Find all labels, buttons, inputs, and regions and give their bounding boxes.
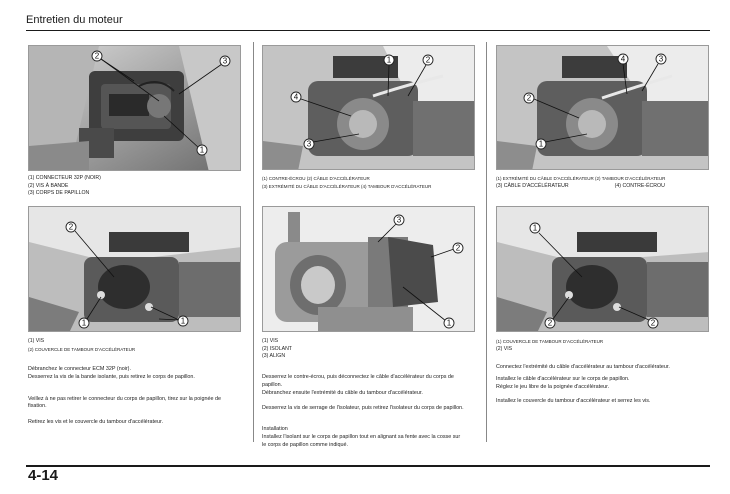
column-divider-left [253,42,254,442]
caption-photo-1: (1) CONNECTEUR 32P (NOIR) (2) VIS À BAND… [28,175,101,198]
caption-photo-2: (1) CONTRE-ÉCROU (2) CÂBLE D'ACCÉLÉRATEU… [262,175,431,190]
caption-photo-3: (1) EXTRÉMITÉ DU CÂBLE D'ACCÉLÉRATEUR (2… [496,175,665,190]
caption-line: (1) COUVERCLE DE TAMBOUR D'ACCÉLÉRATEUR [496,339,604,344]
photo-drum-cover-screws: 2 1 1 [28,206,241,332]
callout-2: 2 [548,319,553,328]
photo-cable-locknut: 1 2 4 3 [262,45,475,170]
callout-2: 2 [426,56,431,65]
paragraph: Débranchez le connecteur ECM 32P (noir). [28,366,131,372]
callout-group: 2 3 1 [91,50,231,156]
page-section-title: Entretien du moteur [26,14,123,26]
paragraph: Débranchez ensuite l'extrémité du câble … [262,389,423,396]
paragraph: Connectez l'extrémité du câble d'accélér… [496,364,670,370]
callout-4: 4 [294,93,299,102]
photo-throttle-body-insulator: 3 2 1 [262,206,475,332]
callout-2: 2 [527,94,532,103]
caption-photo-6: (1) COUVERCLE DE TAMBOUR D'ACCÉLÉRATEUR … [496,338,603,353]
caption-photo-4: (1) VIS (2) COUVERCLE DE TAMBOUR D'ACCÉL… [28,338,135,353]
caption-line: (2) ISOLANT [262,345,292,352]
caption-photo-5: (1) VIS (2) ISOLANT (3) ALIGN [262,338,292,361]
callout-4: 4 [621,55,626,64]
paragraph: Desserrez le contre-écrou, puis déconnec… [262,374,454,380]
callout-1: 1 [387,56,392,65]
callout-1: 1 [539,140,544,149]
paragraph: Installez l'isolant sur le corps de papi… [262,433,461,440]
paragraph: Réglez le jeu libre de la poignée d'accé… [496,383,610,390]
column-divider-right [486,42,487,442]
callout-3: 3 [659,55,664,64]
caption-line: (1) CONTRE-ÉCROU (2) CÂBLE D'ACCÉLÉRATEU… [262,176,370,181]
callout-1: 1 [181,317,186,326]
caption-line: (1) VIS [262,338,279,344]
caption-line: (1) CONNECTEUR 32P (NOIR) [28,175,101,181]
callout-2: 2 [95,52,100,61]
paragraph: Retirez les vis et le couvercle du tambo… [28,419,163,426]
caption-line: (2) VIS [496,345,513,352]
callout-3: 3 [307,140,312,149]
callout-2: 2 [651,319,656,328]
callout-1: 1 [447,319,452,328]
caption-line: (3) CÂBLE D'ACCÉLÉRATEUR [496,182,569,189]
callout-2: 2 [69,223,74,232]
paragraph: Veillez à ne pas retirer le connecteur d… [28,395,221,402]
paragraph: Desserrez la vis de la bande isolante, p… [28,373,195,380]
caption-line: (4) CONTRE-ÉCROU [614,182,665,189]
paragraph: Installez le câble d'accélérateur sur le… [496,375,630,382]
callout-3: 3 [397,216,402,225]
paragraph: Desserrez la vis de serrage de l'isolate… [262,405,464,412]
paragraph: papillon. [262,381,283,388]
header-rule [26,30,710,31]
callout-2: 2 [456,244,461,253]
photo-cable-end-drum: 4 3 2 1 [496,45,709,170]
caption-line: (3) EXTRÉMITÉ DU CÂBLE D'ACCÉLÉRATEUR (4… [262,183,432,189]
instructions-col-1: Débranchez le connecteur ECM 32P (noir).… [28,366,246,427]
caption-line: (2) COUVERCLE DE TAMBOUR D'ACCÉLÉRATEUR [28,346,136,352]
footer-rule [26,465,710,467]
callout-3: 3 [223,57,228,66]
callout-1: 1 [200,146,205,155]
caption-line: (1) VIS [28,338,45,344]
caption-line: (3) CORPS DE PAPILLON [28,190,90,197]
page-number: 4-14 [28,467,59,484]
caption-line: (1) EXTRÉMITÉ DU CÂBLE D'ACCÉLÉRATEUR (2… [496,176,666,181]
instructions-col-2: Desserrez le contre-écrou, puis déconnec… [262,374,482,450]
paragraph: le corps de papillon comme indiqué. [262,441,349,448]
instructions-col-3: Connectez l'extrémité du câble d'accélér… [496,364,711,406]
photo-connector-throttle-body: 2 3 1 [28,45,241,171]
callout-1: 1 [533,224,538,233]
caption-line: (3) ALIGN [262,353,286,360]
paragraph: Installez le couvercle du tambour d'accé… [496,398,651,405]
caption-line: (2) VIS À BANDE [28,182,69,189]
paragraph: fixation. [28,403,47,410]
callout-1: 1 [82,319,87,328]
photo-drum-cover-install: 1 2 2 [496,206,709,332]
paragraph: Installation [262,426,288,433]
